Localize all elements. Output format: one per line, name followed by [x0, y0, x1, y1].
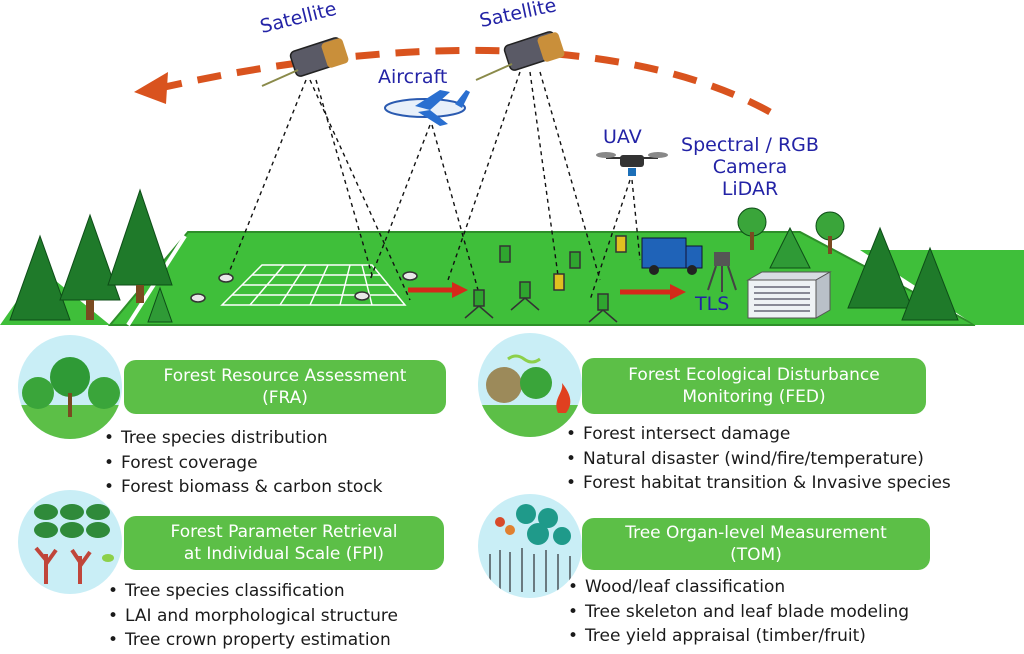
fed-title-line1: Forest Ecological Disturbance	[628, 365, 880, 385]
fra-banner: Forest Resource Assessment (FRA)	[124, 360, 446, 414]
fed-disturbance-icon	[478, 333, 582, 437]
fra-forest-icon	[18, 335, 122, 439]
fpi-title-line2: at Individual Scale (FPI)	[183, 544, 385, 564]
flow-arrow-2	[620, 284, 686, 300]
tom-bullet-list: Wood/leaf classification Tree skeleton a…	[568, 575, 909, 649]
fpi-bullet-list: Tree species classification LAI and morp…	[108, 579, 398, 653]
list-item: Tree skeleton and leaf blade modeling	[568, 600, 909, 625]
fed-title-line2: Monitoring (FED)	[682, 387, 826, 407]
fra-title-line2: (FRA)	[262, 388, 308, 408]
fpi-individual-tree-icon	[18, 490, 122, 594]
list-item: Natural disaster (wind/fire/temperature)	[566, 447, 951, 472]
list-item: Forest coverage	[104, 451, 383, 476]
tom-title-line1: Tree Organ-level Measurement	[625, 523, 887, 543]
uav-label: UAV	[603, 126, 642, 148]
fra-title-line1: Forest Resource Assessment	[163, 366, 407, 386]
field-instruments	[190, 235, 627, 323]
conifer-trees-left	[9, 188, 173, 323]
satellite-right-icon	[475, 31, 565, 81]
list-item: Forest intersect damage	[566, 422, 951, 447]
sensor-label: Spectral / RGB Camera LiDAR	[660, 134, 840, 200]
orbit-arrowhead	[134, 72, 168, 104]
tom-banner: Tree Organ-level Measurement (TOM)	[582, 518, 930, 570]
tls-scanner-icon	[707, 252, 737, 292]
fra-bullet-list: Tree species distribution Forest coverag…	[104, 426, 383, 500]
fed-bullet-list: Forest intersect damage Natural disaster…	[566, 422, 951, 496]
list-item: Tree crown property estimation	[108, 628, 398, 653]
field-plot-grid	[220, 264, 407, 306]
uav-icon	[596, 152, 668, 176]
remote-sensing-scene	[0, 31, 1024, 327]
tom-organ-level-icon	[478, 494, 582, 598]
list-item: Tree species distribution	[104, 426, 383, 451]
sensor-label-line3: LiDAR	[721, 178, 779, 200]
fpi-banner: Forest Parameter Retrieval at Individual…	[124, 516, 444, 570]
list-item: LAI and morphological structure	[108, 604, 398, 629]
aircraft-label: Aircraft	[378, 66, 448, 88]
aircraft-icon	[384, 90, 470, 126]
fed-banner: Forest Ecological Disturbance Monitoring…	[582, 358, 926, 414]
satellite-orbit-arrow	[159, 46, 772, 116]
sensor-label-line2: Camera	[712, 156, 788, 178]
list-item: Forest biomass & carbon stock	[104, 475, 382, 500]
tls-label: TLS	[695, 293, 730, 315]
tom-title-line2: (TOM)	[730, 545, 782, 565]
list-item: Tree yield appraisal (timber/fruit)	[568, 624, 909, 649]
data-server-icon	[746, 271, 832, 319]
fpi-title-line1: Forest Parameter Retrieval	[170, 522, 398, 542]
list-item: Forest habitat transition & Invasive spe…	[566, 471, 951, 496]
sensor-beams	[227, 71, 641, 301]
trees-right	[737, 207, 959, 321]
satellite-left-icon	[261, 37, 349, 87]
list-item: Wood/leaf classification	[568, 575, 909, 600]
flow-arrow-1	[408, 282, 468, 298]
list-item: Tree species classification	[108, 579, 398, 604]
truck-icon	[641, 237, 703, 275]
sensor-label-line1: Spectral / RGB	[681, 134, 819, 156]
